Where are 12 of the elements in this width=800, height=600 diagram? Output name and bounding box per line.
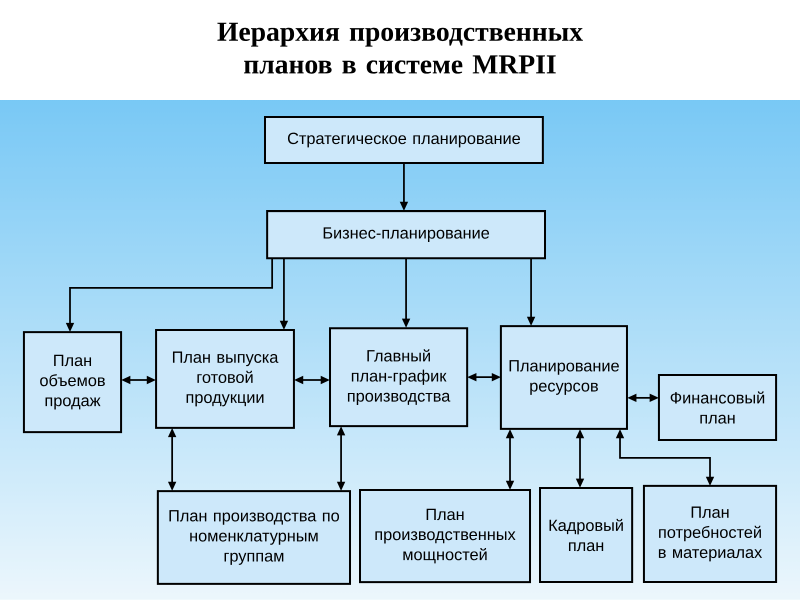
plan-box: Бизнес-планирование bbox=[266, 210, 546, 260]
plan-box: Финансовый план bbox=[658, 374, 778, 441]
plan-box: Главный план-график производства bbox=[329, 327, 468, 428]
plan-box: План выпуска готовой продукции bbox=[155, 329, 295, 429]
plan-box: План потребностей в материалах bbox=[642, 484, 778, 583]
plan-box: Планирование ресурсов bbox=[500, 325, 628, 430]
plan-box: План производства по номенклатурным группам bbox=[156, 490, 351, 585]
plan-box: Кадровый план bbox=[539, 487, 634, 583]
plan-box: План производственных мощностей bbox=[359, 489, 532, 584]
plan-box: План объемов продаж bbox=[22, 331, 122, 434]
plan-box: Стратегическое планирование bbox=[264, 116, 544, 164]
title: Иерархия производственных планов в системе MRPII bbox=[217, 22, 583, 74]
